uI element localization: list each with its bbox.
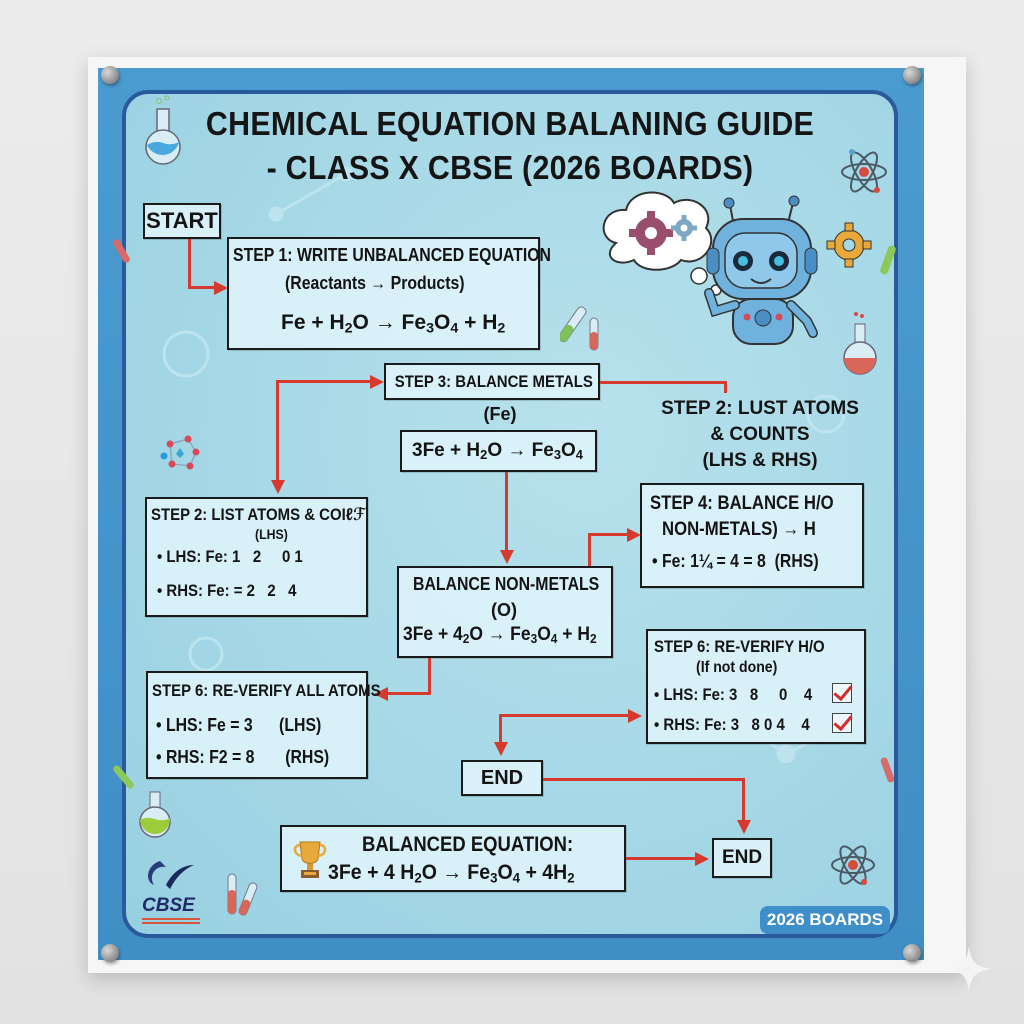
step4-line2: NON-METALS) → H (662, 519, 816, 540)
pin-bottom-right (903, 944, 921, 962)
boards-badge: 2026 BOARDS (760, 906, 890, 934)
arrow-loop-left (276, 380, 279, 485)
step6-left-lhs: • LHS: Fe = 3 (LHS) (156, 715, 322, 735)
step1-subtitle: (Reactants → Products) (285, 273, 465, 293)
balanced-equation: 3Fe + 4 H2O → Fe3O4 + 4H2 (328, 861, 575, 887)
step6-left-box: STEP 6: RE-VERIFY ALL ATOMS • LHS: Fe = … (146, 671, 381, 779)
arrow-step3-nonmetals (505, 472, 508, 552)
nonmetals-equation: 3Fe + 42O → Fe3O4 + H2 (403, 624, 597, 647)
nonmetals-box: BALANCE NON-METALS (O) 3Fe + 42O → Fe3O4… (397, 566, 613, 658)
step4-box: STEP 4: BALANCE H/O NON-METALS) → H • Fe… (640, 483, 864, 588)
arrow-head (500, 550, 514, 564)
arrow-end-to-end (543, 778, 744, 781)
step2-right-label: STEP 2: LUST ATOMS & COUNTS (LHS & RHS) (660, 396, 860, 474)
balanced-title: BALANCED EQUATION: (362, 833, 574, 856)
arrow-end-to-end-v (742, 778, 745, 822)
molecule-icon (160, 435, 200, 470)
pin-top-right (903, 66, 921, 84)
arrow-into-step3 (276, 380, 372, 383)
step2-left-rhs: • RHS: Fe: = 2 2 4 (157, 581, 297, 600)
start-node: START (143, 203, 221, 239)
step4-bullet: • Fe: 1¼ = 4 = 8 (RHS) (652, 551, 819, 571)
step3-equation-box: 3Fe + H2O → Fe3O4 (400, 430, 597, 472)
red-test-tubes-icon (227, 873, 258, 916)
rhs-checkbox[interactable] (832, 713, 852, 733)
step1-title: STEP 1: WRITE UNBALANCED EQUATION (233, 245, 551, 265)
arrow-start-step1-h (188, 286, 218, 289)
step6-right-subtitle: (If not done) (696, 659, 778, 676)
arrow-to-end-middle (499, 714, 502, 744)
step2-right-line1: STEP 2: LUST ATOMS (661, 398, 859, 419)
arrow-step3-step2-v (724, 381, 727, 393)
robot-mascot-icon (704, 195, 818, 345)
arrow-head (370, 375, 384, 389)
arrow-head (214, 281, 228, 295)
pin-bottom-left (101, 944, 119, 962)
nonmetals-title: BALANCE NON-METALS (413, 574, 600, 594)
arrow-head (695, 852, 709, 866)
arrow-to-step6-right (499, 714, 631, 717)
title-line-2: - CLASS X CBSE (2026 BOARDS) (266, 149, 754, 186)
cbse-logo: CBSE (142, 855, 202, 924)
thought-bubble-gears-icon (602, 191, 722, 296)
arrow-balanced-end (626, 857, 698, 860)
arrow-head (628, 709, 642, 723)
lhs-checkbox[interactable] (832, 683, 852, 703)
arrow-nonmetals-step4 (588, 533, 591, 568)
step6-right-rhs: • RHS: Fe: 3 8 0 4 4 (654, 715, 810, 734)
balanced-equation-box: BALANCED EQUATION: 3Fe + 4 H2O → Fe3O4 +… (280, 825, 626, 892)
step6-right-lhs-row: • LHS: Fe: 3 8 0 4 (654, 683, 852, 705)
step6-left-rhs: • RHS: F2 = 8 (RHS) (156, 747, 330, 767)
step1-equation: Fe + H2O → Fe3O4 + H2 (281, 311, 506, 337)
step6-right-box: STEP 6: RE-VERIFY H/O (If not done) • LH… (646, 629, 866, 744)
step2-right-line3: (LHS & RHS) (702, 450, 818, 471)
arrow-start-step1 (188, 239, 191, 289)
atom-icon (841, 149, 887, 193)
end-middle-label: END (480, 767, 524, 789)
trophy-icon (293, 841, 327, 878)
nonmetals-note: (O) (491, 600, 517, 620)
arrow-step3-step2 (600, 381, 726, 384)
step6-right-title: STEP 6: RE-VERIFY H/O (654, 637, 825, 656)
cbse-logo-text: CBSE (142, 895, 195, 916)
step4-line1: STEP 4: BALANCE H/O (650, 493, 834, 514)
step3-note: (Fe) (483, 404, 517, 424)
step6-right-rhs-row: • RHS: Fe: 3 8 0 4 4 (654, 713, 852, 735)
step3-box: STEP 3: BALANCE METALS (384, 363, 600, 400)
test-tubes-icon (560, 306, 599, 351)
step2-left-lhs: • LHS: Fe: 1 2 0 1 (157, 547, 303, 566)
step2-right-line2: & COUNTS (710, 424, 810, 445)
arrow-nonmetals-step6-h (386, 692, 431, 695)
step3-equation: 3Fe + H2O → Fe3O4 (412, 440, 583, 463)
arrow-head (374, 687, 388, 701)
step3-title: STEP 3: BALANCE METALS (394, 372, 593, 391)
arrow-nonmetals-step4-h (588, 533, 630, 536)
red-flask-icon (843, 312, 877, 375)
sparkle-icon (946, 946, 992, 992)
arrow-head (627, 528, 641, 542)
arrow-nonmetals-step6 (428, 658, 431, 695)
atom-icon-bottom (831, 845, 875, 885)
arrow-head (494, 742, 508, 756)
title-line-1: CHEMICAL EQUATION BALANING GUIDE (205, 105, 815, 142)
step6-right-lhs: • LHS: Fe: 3 8 0 4 (654, 685, 813, 704)
step6-left-title: STEP 6: RE-VERIFY ALL ATOMS (152, 681, 381, 700)
end-right-label: END (721, 847, 763, 868)
step2-left-subtitle: (LHS) (255, 526, 288, 542)
step1-box: STEP 1: WRITE UNBALANCED EQUATION (React… (227, 237, 551, 350)
cbse-emblem-icon (148, 861, 194, 889)
step2-left-box: STEP 2: LIST ATOMS & COIℓℱ (LHS) • LHS: … (145, 497, 368, 617)
arrow-head (271, 480, 285, 494)
step2-left-title: STEP 2: LIST ATOMS & COIℓℱ (151, 505, 366, 524)
gear-icon (826, 222, 872, 268)
start-label: START (146, 208, 218, 233)
poster-title: CHEMICAL EQUATION BALANING GUIDE - CLASS… (153, 102, 867, 190)
pin-top-left (101, 66, 119, 84)
end-node-right: END (712, 838, 772, 878)
arrow-head (737, 820, 751, 834)
green-flask-icon (139, 791, 171, 838)
end-node-middle: END (461, 760, 543, 796)
flask-icon (145, 95, 181, 165)
